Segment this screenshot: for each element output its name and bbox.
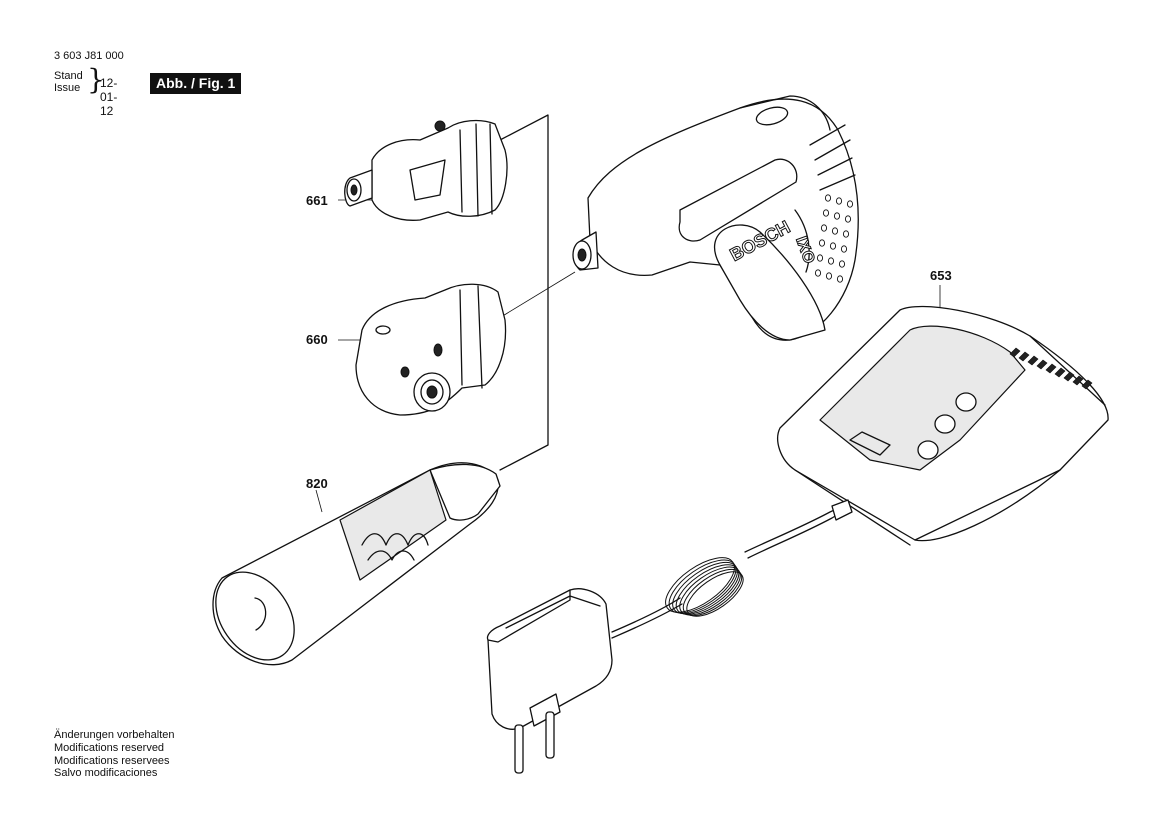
grip-dot	[824, 194, 832, 202]
dock-vent	[1009, 347, 1021, 358]
document-number: 3 603 J81 000	[54, 50, 124, 62]
part-661-eccentric-attachment	[344, 119, 508, 221]
grip-dot	[831, 227, 839, 235]
grip-dot	[833, 212, 841, 220]
screwdriver-grip-dots	[814, 194, 854, 283]
grip-dot	[836, 275, 844, 283]
stand-label: Stand	[54, 70, 83, 82]
note-line: Modifications reservees	[54, 754, 170, 767]
dock-vent	[1036, 359, 1048, 370]
dock-vent	[1018, 351, 1030, 362]
grip-dot	[818, 239, 826, 247]
note-line: Änderungen vorbehalten	[54, 729, 175, 741]
dock-vent	[1081, 379, 1093, 390]
brace-glyph: }	[87, 63, 105, 96]
grip-dot	[846, 200, 854, 208]
part-660-angle-attachment	[355, 283, 507, 416]
charger-cable	[611, 499, 853, 639]
coil-loop	[686, 571, 744, 617]
grip-dot	[835, 197, 843, 205]
grip-dot	[844, 215, 852, 223]
part-label-661: 661	[306, 193, 328, 208]
power-adapter	[486, 588, 613, 774]
grip-dot	[840, 245, 848, 253]
part-label-653: 653	[930, 268, 952, 283]
attachment-bracket	[499, 114, 549, 471]
issue-date: 12-01-12	[100, 76, 118, 118]
issue-label: Issue	[54, 82, 81, 94]
grip-dot	[825, 272, 833, 280]
figure-badge: Abb. / Fig. 1	[150, 73, 242, 94]
dock-vent	[1054, 367, 1066, 378]
note-line: Salvo modificaciones	[54, 767, 158, 780]
screwdriver-body	[572, 95, 859, 341]
part-653-charging-dock	[777, 305, 1109, 546]
grip-dot	[829, 242, 837, 250]
part-label-660: 660	[306, 332, 328, 347]
part-820-storage-case	[212, 462, 501, 666]
grip-dot	[842, 230, 850, 238]
dock-vent	[1072, 375, 1084, 386]
grip-dot	[820, 224, 828, 232]
dock-vent	[1063, 371, 1075, 382]
assembly-lines	[495, 271, 576, 321]
grip-dot	[822, 209, 830, 217]
dock-vent	[1027, 355, 1039, 366]
part-label-820: 820	[306, 476, 328, 491]
grip-dot	[816, 254, 824, 262]
grip-dot	[814, 269, 822, 277]
cable-coil	[665, 557, 744, 617]
grip-dot	[838, 260, 846, 268]
dock-vent	[1045, 363, 1057, 374]
grip-dot	[827, 257, 835, 265]
modification-notes: Änderungen vorbehalten Modifications res…	[54, 729, 174, 780]
note-line: Modifications reserved	[54, 741, 165, 754]
